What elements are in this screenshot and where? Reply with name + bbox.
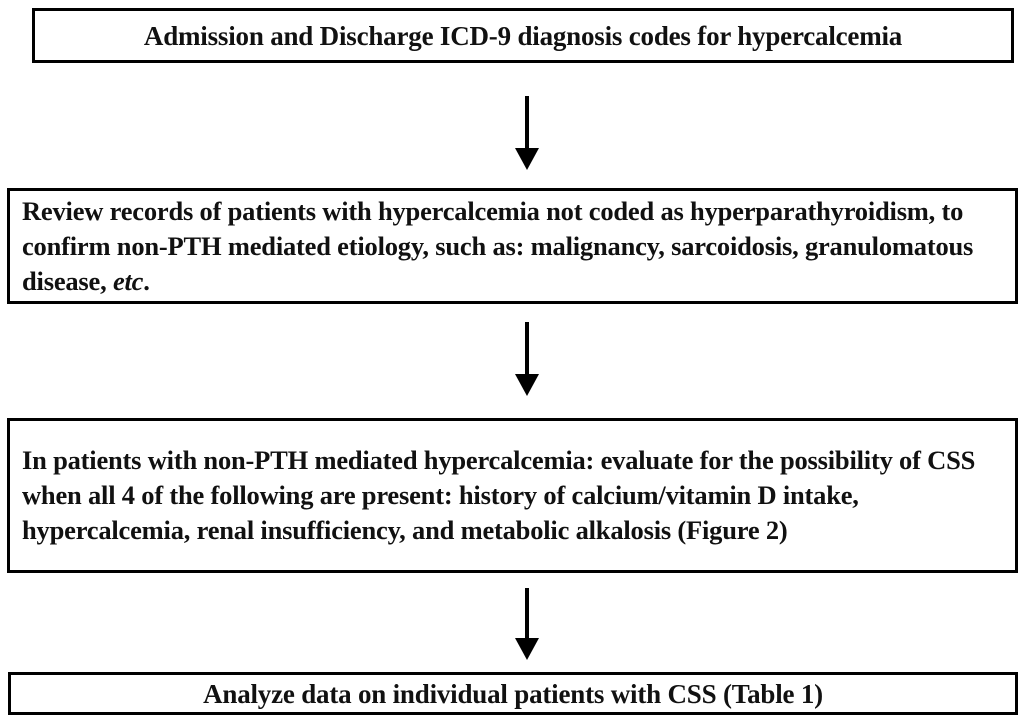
flowchart-node-entry-label: Admission and Discharge ICD-9 diagnosis … [143,20,903,51]
arrow-down-icon [507,322,547,396]
node-text-segment-tail: . [143,265,150,296]
flowchart-node-evaluate-css: In patients with non-PTH mediated hyperc… [7,418,1018,573]
flowchart-node-analyze-data: Analyze data on individual patients with… [8,672,1018,715]
arrow-down-icon [507,588,547,660]
flowchart-node-evaluate-css-label: In patients with non-PTH mediated hyperc… [22,445,976,545]
node-text-segment-italic: etc [112,265,144,296]
flowchart-node-review-records: Review records of patients with hypercal… [7,188,1018,304]
node-text-segment-main: Review records of patients with hypercal… [22,195,974,296]
flowchart-node-entry: Admission and Discharge ICD-9 diagnosis … [32,8,1014,63]
arrow-down-icon [507,96,547,170]
flowchart-node-analyze-data-label: Analyze data on individual patients with… [203,678,823,709]
flowchart-node-review-records-label: Review records of patients with hypercal… [10,194,1015,299]
